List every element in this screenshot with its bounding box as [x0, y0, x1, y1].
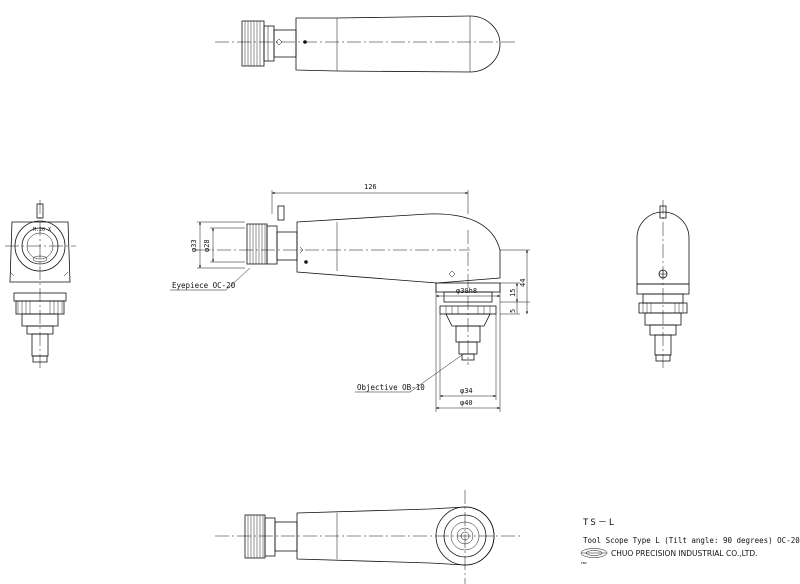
model-description: Tool Scope Type L (Tilt angle: 90 degree…: [583, 536, 800, 545]
dimension-phi40: φ40: [460, 399, 473, 407]
left-side-view: M.20 X: [5, 200, 76, 370]
dimension-5: 5: [509, 309, 517, 313]
model-title: TS－L: [583, 518, 616, 528]
dimension-15: 15: [509, 289, 517, 297]
company-name: CHUO PRECISION INDUSTRIAL CO.,LTD.: [611, 549, 757, 558]
dimension-phi33: φ33: [190, 239, 198, 252]
bottom-view: [215, 490, 520, 584]
objective-label: Objective OB-10: [357, 383, 425, 392]
eyepiece-label: Eyepiece OC-20: [172, 281, 236, 290]
right-side-view: [636, 200, 690, 370]
title-block: TS－L Tool Scope Type L (Tilt angle: 90 d…: [580, 518, 800, 565]
dimension-phi34: φ34: [460, 387, 473, 395]
dimension-44: 44: [519, 279, 527, 287]
small-code: FBN: [581, 561, 587, 565]
eyepiece-marking: M.20 X: [33, 227, 51, 233]
dimension-phi28: φ28: [203, 239, 211, 252]
company-logo: [580, 548, 608, 558]
front-view: 126 φ33 φ28 44 15 5 φ30h8 φ34 φ40: [170, 183, 530, 412]
dimension-length: 126: [364, 183, 377, 191]
dimension-phi30h8: φ30h8: [456, 287, 477, 295]
top-view: [215, 15, 518, 73]
